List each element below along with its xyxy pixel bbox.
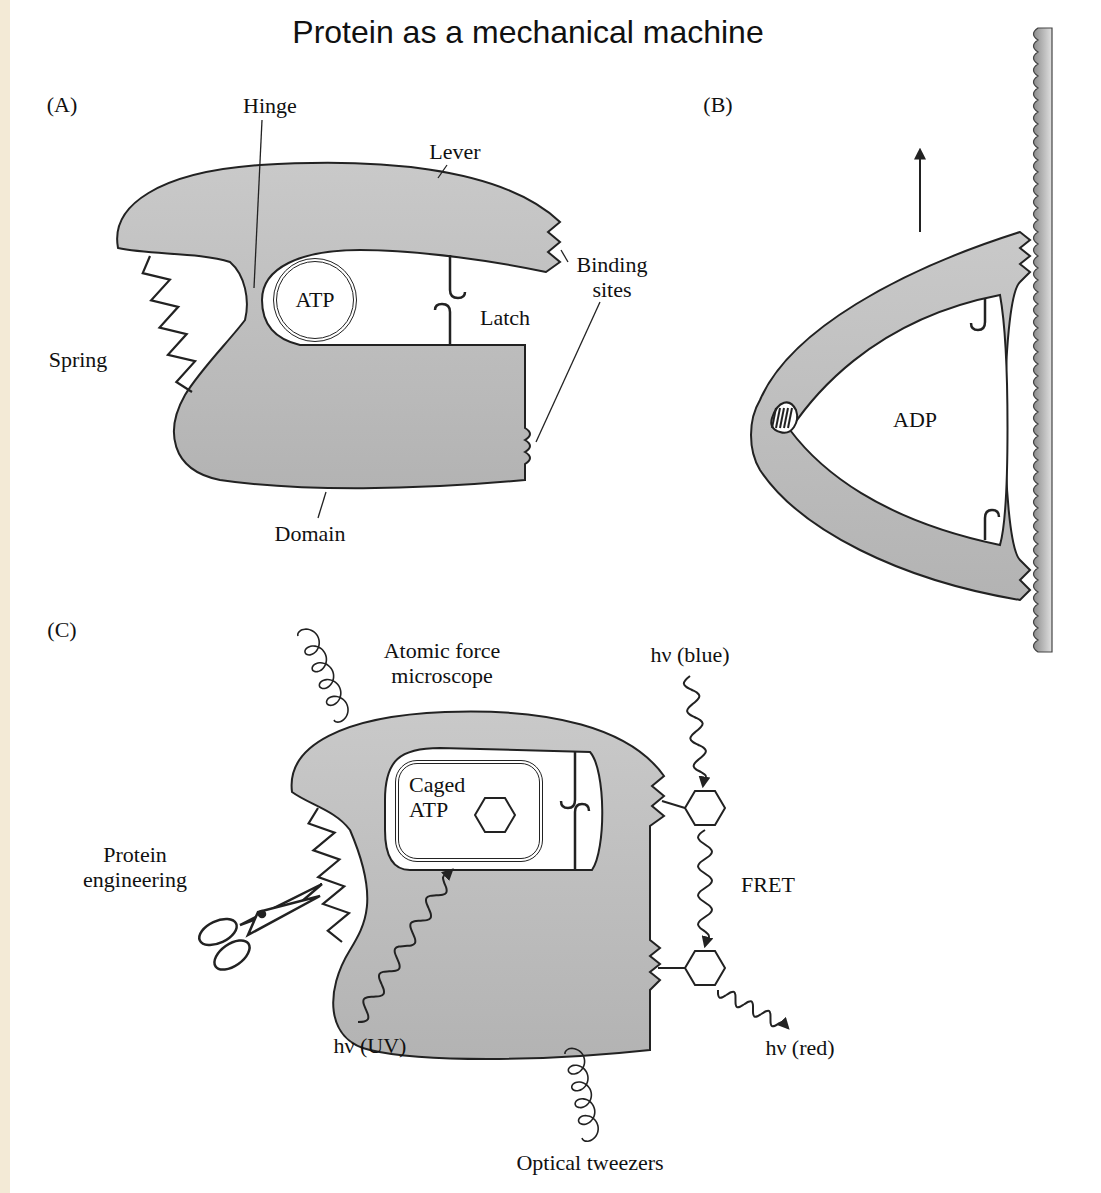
latch-hook (435, 304, 450, 345)
light-wave (684, 676, 706, 786)
node-text: ATP (295, 287, 334, 312)
generated-strokes (143, 256, 792, 1141)
scissor-blade (240, 884, 322, 925)
leader-line (561, 250, 568, 262)
protein-cavity (790, 295, 1008, 545)
protein-body (751, 232, 1030, 600)
protein-cavity (385, 748, 602, 870)
light-label: hν (UV) (334, 1034, 407, 1059)
scissor-handle (209, 935, 254, 976)
protein-a (117, 120, 600, 518)
compressed-spring (784, 408, 788, 428)
light-wave (358, 870, 452, 1022)
part-label: Hinge (243, 94, 297, 119)
leader-line (318, 492, 326, 518)
scissors-icon (195, 884, 322, 975)
compressed-spring (788, 408, 792, 428)
molecule-label: ADP (893, 408, 937, 433)
part-label: Domain (275, 522, 346, 547)
latch-hook (450, 255, 465, 298)
part-label: Spring (49, 348, 108, 373)
atp-circle: ATP (273, 258, 357, 342)
afm-cantilever-coil (298, 629, 348, 722)
method-label: Protein engineering (70, 843, 200, 892)
panel-letter: (A) (47, 93, 78, 118)
latch-hook (575, 804, 589, 870)
scissor-pivot (259, 911, 265, 917)
figure-title: Protein as a mechanical machine (292, 14, 763, 51)
scissor-blade (248, 896, 320, 935)
donor-fluorophore (685, 791, 725, 825)
leader-line (254, 120, 262, 288)
method-label: Atomic force microscope (352, 639, 532, 688)
protein-body (117, 163, 560, 488)
method-label: Optical tweezers (516, 1151, 663, 1176)
light-wave (718, 990, 788, 1028)
fret-wave (698, 830, 712, 946)
dye-linker (662, 801, 685, 808)
spring-pocket (771, 402, 797, 432)
page-border (0, 0, 10, 1193)
node-text: Caged ATP (409, 772, 473, 823)
compressed-spring (780, 408, 784, 428)
leader-line (438, 165, 447, 178)
spring (309, 808, 349, 942)
protein-b (751, 28, 1052, 652)
latch-hook (985, 510, 999, 540)
part-label: Lever (429, 140, 480, 165)
light-label: hν (red) (765, 1036, 834, 1061)
leader-line (536, 302, 600, 442)
compressed-spring (776, 408, 780, 428)
protein-c (195, 712, 725, 1059)
protein-body (292, 712, 664, 1059)
method-label: FRET (741, 873, 795, 898)
caged-atp-box: Caged ATP (395, 760, 543, 862)
latch-hook (561, 752, 575, 808)
optical-trap-coil (565, 1048, 598, 1141)
spring (143, 256, 195, 392)
caged-group-hexagon (475, 798, 515, 832)
panel-letter: (C) (47, 618, 76, 643)
compressed-spring (772, 408, 776, 428)
acceptor-fluorophore (685, 951, 725, 985)
latch-hook (971, 298, 985, 330)
actin-filament (1034, 28, 1053, 652)
part-label: Latch (480, 306, 530, 331)
scissor-handle (195, 914, 241, 951)
part-label: Binding sites (567, 253, 657, 302)
light-label: hν (blue) (651, 643, 730, 668)
panel-letter: (B) (703, 93, 732, 118)
motion-arrow (919, 150, 921, 232)
dye-linker (658, 967, 685, 969)
